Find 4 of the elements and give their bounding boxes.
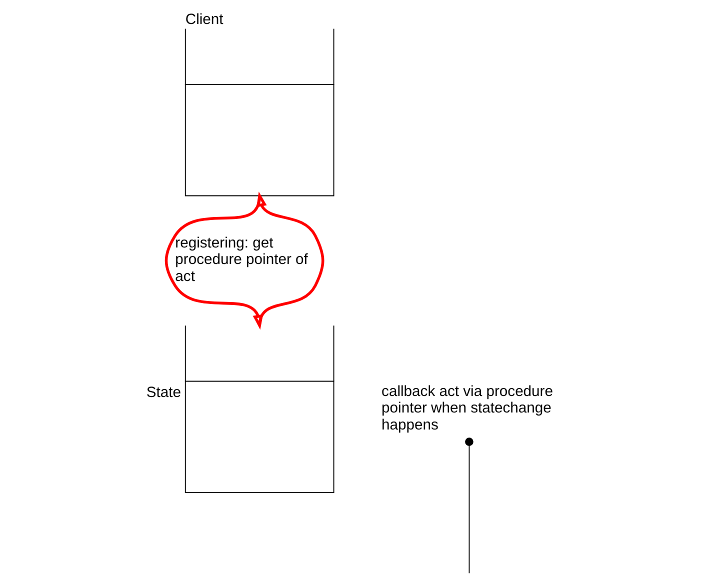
node-text: callback act via procedure pointer when statechange happens xyxy=(382,384,553,434)
edge-label: registering: get procedure pointer of act xyxy=(175,235,308,285)
node-label: State xyxy=(146,384,182,401)
node-label: Client xyxy=(185,12,224,28)
